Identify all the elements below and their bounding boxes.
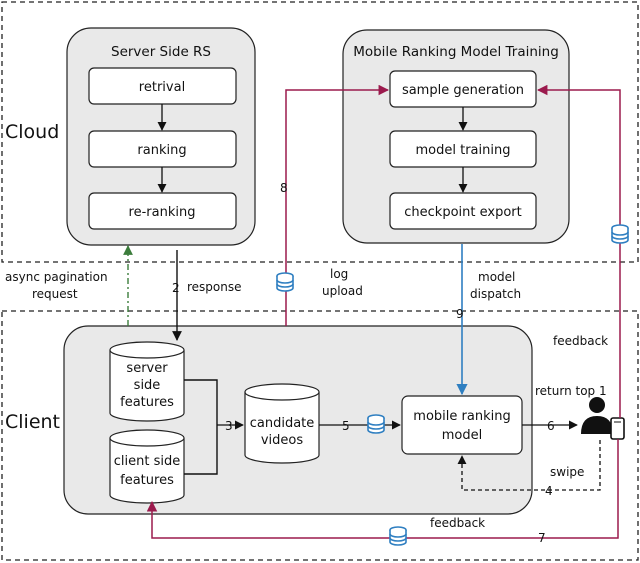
arrow-feedback-training [536, 84, 621, 418]
server-features-db [109, 341, 185, 422]
server-rs-title: Server Side RS [111, 44, 211, 60]
retrival-label: retrival [139, 80, 185, 95]
step-7: 7 [538, 531, 546, 545]
async-label-line1: async pagination [5, 270, 108, 284]
client-label: Client [5, 411, 60, 433]
arrow-log-upload [285, 84, 390, 326]
candidate-videos-db [244, 383, 320, 464]
model-training-label: model training [416, 143, 511, 158]
checkpoint-export-label: checkpoint export [404, 205, 521, 220]
db-icon-feedback-bottom [389, 526, 407, 546]
swipe-loop [457, 440, 601, 491]
server-features-line2: side [134, 378, 161, 393]
client-features-line1: client side [114, 454, 180, 469]
features-merge-line [184, 379, 218, 475]
log-upload-line2: upload [322, 284, 363, 298]
candidate-videos-line2: videos [261, 433, 304, 448]
checkpoint-export-box [389, 192, 537, 230]
step-9: 9 [456, 307, 464, 321]
step-3: 3 [225, 419, 233, 433]
feedback-bottom-label: feedback [430, 516, 485, 530]
client-features-db [109, 429, 185, 504]
response-label: response [187, 280, 242, 294]
cloud-label: Cloud [5, 121, 59, 143]
candidate-videos-line1: candidate [250, 416, 315, 431]
db-icon-feedback-top [611, 224, 629, 244]
async-label-line2: request [32, 287, 78, 301]
step-2: 2 [172, 281, 180, 295]
step-8: 8 [280, 181, 288, 195]
client-zone [1, 310, 639, 561]
feedback-top-label: feedback [553, 334, 608, 348]
reranking-label: re-ranking [129, 205, 196, 220]
db-icon-candidates [367, 414, 385, 434]
mobile-ranking-model-line1: mobile ranking [413, 409, 510, 424]
phone-icon [610, 417, 625, 440]
step-4: 4 [545, 484, 553, 498]
mobile-ranking-model-line2: model [442, 428, 482, 443]
mobile-ranking-model-box [401, 395, 523, 455]
step-6: 6 [547, 419, 555, 433]
mobile-training-title: Mobile Ranking Model Training [353, 44, 559, 60]
client-features-line2: features [120, 473, 174, 488]
model-dispatch-line1: model [478, 270, 515, 284]
user-icon [581, 397, 613, 434]
return-top-label: return top 1 [535, 384, 607, 398]
swipe-label: swipe [550, 465, 584, 479]
server-features-line3: features [120, 395, 174, 410]
server-features-line1: server [126, 361, 168, 376]
sample-generation-label: sample generation [402, 83, 524, 98]
step-5: 5 [342, 419, 350, 433]
db-icon-log [276, 272, 294, 292]
cloud-zone [1, 1, 639, 263]
ranking-label: ranking [137, 143, 186, 158]
log-upload-line1: log [330, 267, 348, 281]
model-dispatch-line2: dispatch [470, 287, 521, 301]
arrow-feedback-client [146, 439, 619, 539]
reranking-box [88, 192, 237, 230]
